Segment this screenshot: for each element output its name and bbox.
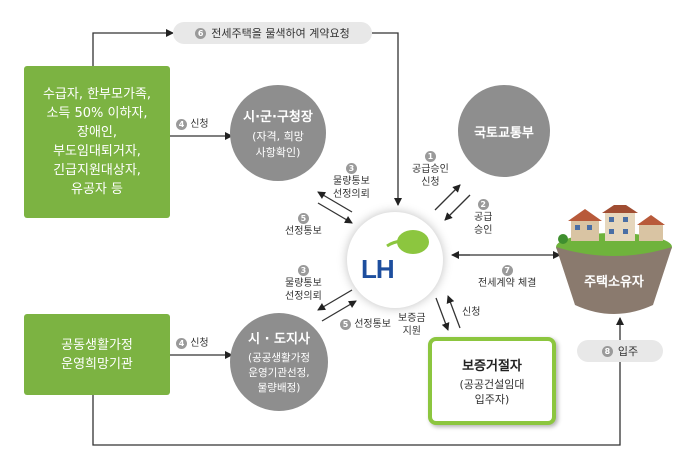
label-1: 1 공급승인 신청 xyxy=(412,150,449,189)
label-text: 물량통보 xyxy=(333,176,370,187)
step-number: 3 xyxy=(345,163,357,174)
step-number: 3 xyxy=(297,265,309,276)
apply-text: 신청 xyxy=(190,119,209,130)
top-request-to-lh xyxy=(372,32,402,206)
label-5-bottom: 5 선정통보 xyxy=(340,318,391,331)
applicants-box: 수급자, 한부모가족, 소득 50% 이하자, 장애인, 부도임대퇴거자, 긴급… xyxy=(24,66,170,218)
top-request-line xyxy=(92,29,174,66)
ministry-node: 국토교통부 xyxy=(458,85,550,177)
city-office-sub: 사항확인) xyxy=(255,145,301,159)
label-text: 공급승인 xyxy=(412,164,449,175)
step-number: 6 xyxy=(195,27,207,39)
step-number: 1 xyxy=(424,151,436,162)
label-2: 2 공급 승인 xyxy=(474,198,492,237)
label-3-bottom: 3 물량통보 선정의뢰 xyxy=(285,264,322,303)
label-apply-guarantee: 신청 xyxy=(462,306,480,319)
lh-leaf-icon xyxy=(386,230,429,254)
ministry-title: 국토교통부 xyxy=(474,125,534,141)
coop-box: 공동생활가정 운영희망기관 xyxy=(24,314,170,395)
applicants-line: 수급자, 한부모가족, xyxy=(42,87,152,102)
label-text: 선정의뢰 xyxy=(333,189,370,200)
label-text: 전세계약 체결 xyxy=(478,278,537,289)
applicants-line: 장애인, xyxy=(76,125,117,140)
label-7: 7 전세계약 체결 xyxy=(478,264,536,290)
guarantee-node: 보증거절자 (공공건설임대 입주자) xyxy=(428,337,556,425)
applicants-line: 소득 50% 이하자, xyxy=(46,106,148,121)
apply-bottom-label: 4 신청 xyxy=(176,337,209,350)
province-office-sub: 운영기관선정, xyxy=(248,367,310,379)
label-3-top: 3 물량통보 선정의뢰 xyxy=(333,162,370,201)
label-text: 물량통보 xyxy=(285,278,322,289)
label-text: 선정의뢰 xyxy=(285,291,322,302)
city-office-title: 시·군·구청장 xyxy=(243,109,313,125)
applicants-line: 유공자 등 xyxy=(71,182,123,197)
province-office-sub: 물량배정) xyxy=(257,382,301,394)
label-text: 신청 xyxy=(462,307,481,318)
province-office-node: 시 · 도지사 (공공생활가정 운영기관선정, 물량배정) xyxy=(230,313,328,411)
move-in-text: 입주 xyxy=(617,345,639,358)
label-text: 보증금 xyxy=(398,313,426,324)
label-text: 선정통보 xyxy=(354,319,391,330)
step-number: 7 xyxy=(501,265,513,276)
label-text: 지원 xyxy=(402,326,421,337)
houses-icon xyxy=(556,205,672,314)
guarantee-title: 보증거절자 xyxy=(462,359,522,374)
applicants-line: 긴급지원대상자, xyxy=(53,163,141,178)
move-in-pill: 8 입주 xyxy=(577,340,663,362)
step-number: 2 xyxy=(477,199,489,210)
step-number: 8 xyxy=(601,345,613,357)
label-text: 선정통보 xyxy=(285,226,322,237)
label-deposit: 보증금 지원 xyxy=(398,312,426,338)
guarantee-sub: (공공건설임대 xyxy=(459,378,525,391)
top-request-text: 전세주택을 물색하여 계약요청 xyxy=(211,27,350,40)
owner-title: 주택소유자 xyxy=(584,275,644,290)
label-text: 승인 xyxy=(474,225,493,236)
guarantee-sub: 입주자) xyxy=(474,393,510,406)
step-number: 4 xyxy=(176,119,187,130)
step-number: 5 xyxy=(340,319,351,330)
applicants-line: 부도임대퇴거자, xyxy=(53,144,141,159)
lh-logo-text: LH xyxy=(361,254,395,284)
apply-top-label: 4 신청 xyxy=(176,118,209,131)
apply-text: 신청 xyxy=(190,338,209,349)
move-in-line xyxy=(92,317,624,446)
top-request-pill: 6 전세주택을 물색하여 계약요청 xyxy=(173,22,372,44)
step-number: 4 xyxy=(176,338,187,349)
lh-logo-node: LH xyxy=(347,212,443,308)
step-number: 5 xyxy=(297,213,309,224)
city-office-sub: (자격, 희망 xyxy=(252,129,304,143)
province-office-sub: (공공생활가정 xyxy=(247,352,311,364)
label-text: 신청 xyxy=(421,177,440,188)
label-5-top: 5 선정통보 xyxy=(285,212,322,238)
province-office-title: 시 · 도지사 xyxy=(248,332,310,347)
coop-line: 운영희망기관 xyxy=(61,356,133,372)
city-office-node: 시·군·구청장 (자격, 희망 사항확인) xyxy=(230,85,326,181)
owner-node: 주택소유자 xyxy=(553,205,675,317)
label-text: 공급 xyxy=(474,212,493,223)
coop-line: 공동생활가정 xyxy=(61,337,133,353)
